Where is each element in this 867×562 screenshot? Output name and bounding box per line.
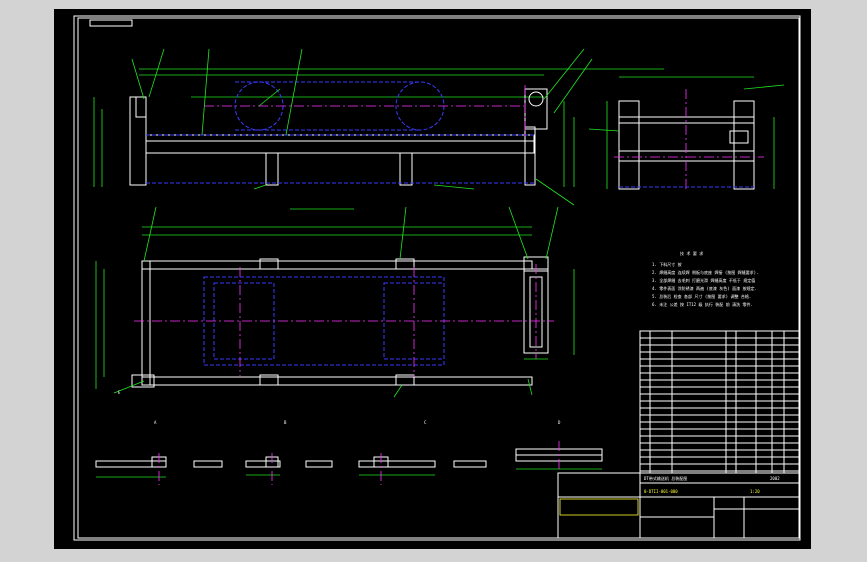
drawing-code: 0-DTII-001-000: [644, 489, 678, 494]
sheet-tag: [89, 19, 133, 27]
front-view: [93, 48, 664, 210]
view-label-d: D: [558, 420, 561, 425]
outer-frame: [73, 15, 801, 541]
view-label-c: C: [424, 420, 427, 425]
tech-note-2: 2. 焊缝高度 连续焊 侧板与底座 焊接 (按图 焊缝要求).: [652, 269, 759, 275]
tech-notes-title: 技 术 要 求: [680, 250, 703, 256]
view-label-b: B: [284, 420, 287, 425]
drawing-year: 2002: [770, 476, 780, 481]
title-block: DT带式输送机 总装配图 2002 0-DTII-001-000 1:20: [557, 472, 801, 539]
tech-note-1: 1. 下料尺寸 按: [652, 261, 682, 267]
tech-note-6: 6. 未注 公差 按 IT12 级 执行 装配 前 清洗 零件.: [652, 301, 753, 307]
parts-list: [639, 330, 801, 474]
tech-notes: 技 术 要 求 1. 下料尺寸 按 2. 焊缝高度 连续焊 侧板与底座 焊接 (…: [652, 250, 759, 307]
view-label-e: E: [118, 390, 121, 395]
drawing-name: DT带式输送机 总装配图: [644, 475, 687, 481]
top-view: [95, 206, 575, 398]
side-view: [588, 76, 785, 190]
view-label-a: A: [154, 420, 157, 425]
drawing-scale: 1:20: [750, 489, 760, 494]
inner-frame: [77, 17, 800, 539]
tech-note-5: 5. 总装后 检查 各部 尺寸 (按图 要求) 调整 合格.: [652, 293, 751, 299]
detail-views: [95, 441, 603, 485]
tech-note-4: 4. 零件表面 涂防锈漆 两遍 (底漆 灰色) 面漆 按规定.: [652, 285, 757, 291]
drawing-sheet: A B C D E 技 术 要 求 1. 下料尺寸 按 2. 焊缝高度 连续焊 …: [73, 15, 801, 541]
cad-viewport[interactable]: A B C D E 技 术 要 求 1. 下料尺寸 按 2. 焊缝高度 连续焊 …: [54, 9, 811, 549]
tech-note-3: 3. 全部焊缝 去毛刺 打磨光滑 焊缝高度 不低于 规定值: [652, 277, 755, 283]
